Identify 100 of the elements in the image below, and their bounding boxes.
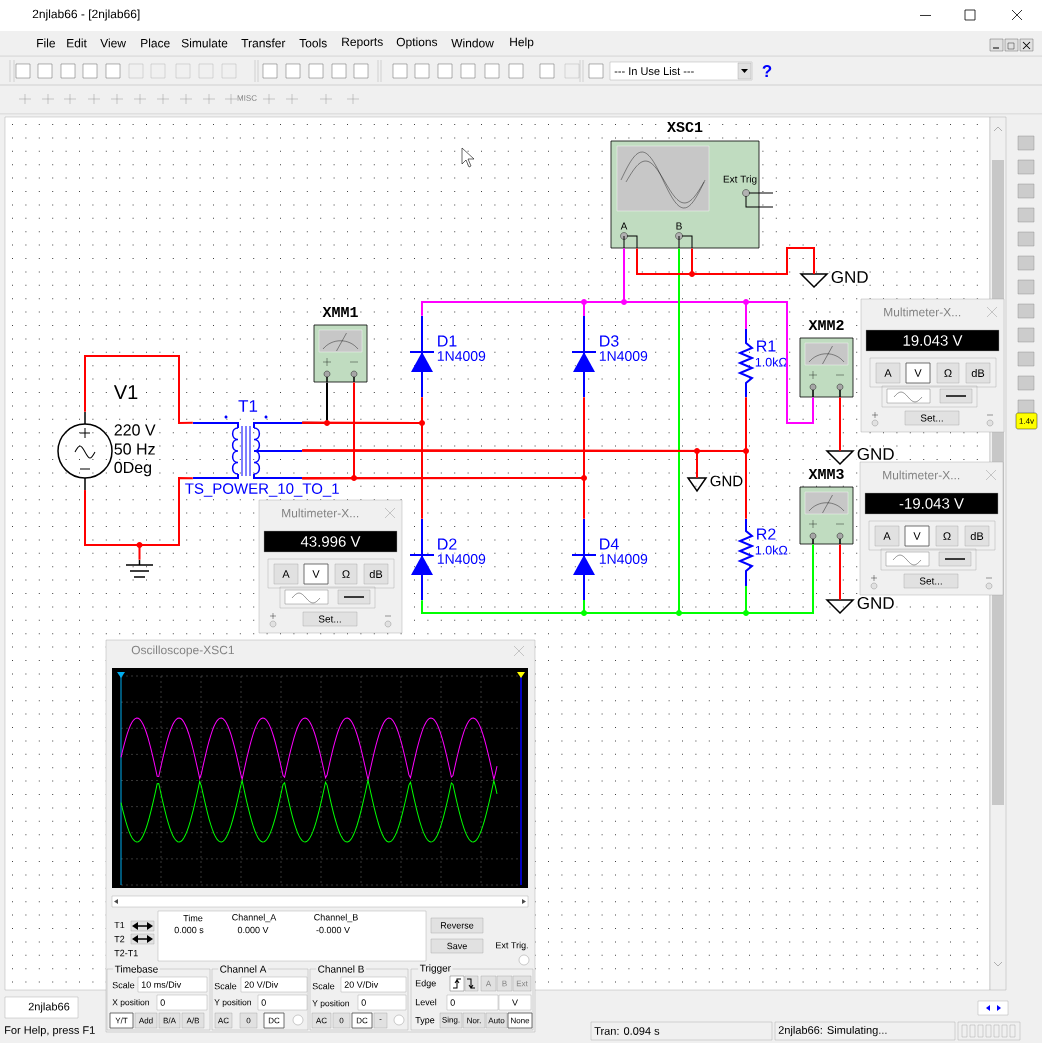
meter-display: 43.996 V [263,530,398,553]
input-field: 0 [446,994,499,1011]
menu-item: Edit [67,38,87,48]
mode-button: A [875,362,901,384]
mode-button: AC [311,1012,332,1029]
status-field: Tran: 0.094 s [590,1021,773,1041]
wire [301,421,423,520]
settings-button: Set... [302,611,358,627]
wire [839,543,841,601]
field-label: Edge [415,979,436,989]
field-label: Level [415,998,437,1006]
source-button: Ext [512,975,532,992]
component-value: 0Deg [113,461,153,477]
menu-item: Reports [342,37,383,49]
readout-value: -0.000 V [316,926,350,934]
reverse-button: Reverse [430,917,484,934]
meter-label: XMM2 [807,319,846,331]
mode-button: dB [965,362,991,384]
mode-button: dB [363,563,389,585]
readout-heading: Time [183,914,203,922]
source-button: A [480,975,497,992]
menu-item: Window [451,38,494,48]
cursor-label: T2-T1 [114,949,138,957]
input-field: 20 V/Div [340,976,407,993]
window-title: Multimeter-X... [883,470,960,480]
wire [84,489,141,561]
mode-button: Ω [334,563,358,585]
field-label: Scale [214,982,237,990]
meter-display: -19.043 V [864,492,999,515]
meter-label: XMM1 [321,306,360,318]
mode-button: V [303,563,329,585]
group-title: Timebase [113,965,160,973]
mode-button: Nor. [462,1012,486,1029]
wire [301,449,698,479]
mode-button: B/A [158,1012,181,1029]
field-label: Scale [112,981,135,989]
settings-button: Set... [904,410,960,426]
mode-button: None [507,1012,533,1029]
readout-heading: Channel_A [232,913,277,923]
mode-button: 0 [239,1012,258,1029]
mode-button: DC [351,1012,373,1029]
component-value: 1.0kΩ [754,544,789,556]
mode-button: AC [214,1012,233,1029]
status-text: For Help, press F1 [5,1025,95,1037]
status-field: 2njlab66: Simulating... [774,1021,956,1041]
menu-item: Transfer [241,38,286,48]
oscilloscope-label: XSC1 [667,121,703,133]
readout-value: 0.000 V [237,926,269,934]
mode-button: A [273,563,299,585]
input-field: 0 [156,994,208,1011]
mode-button: 0 [332,1012,351,1029]
wire [84,355,194,424]
component-value: 1N4009 [598,350,649,362]
ground-label: GND [856,596,896,610]
component-value: 1N4009 [598,553,649,565]
version-badge: 1.4v [1015,412,1038,430]
menu-item: View [100,38,126,48]
readout-value: 0.000 s [174,926,204,934]
wire [745,543,814,614]
menu-item: Help [510,37,534,49]
field-label: Type [415,1017,435,1026]
ground-label: GND [830,270,870,284]
settings-button: Set... [903,573,959,589]
ground-label: GND [856,447,896,461]
input-field: 20 V/Div [240,976,308,993]
mode-button: - [373,1012,388,1029]
mode-button: A [874,525,900,547]
wire [839,396,841,452]
mode-button: A/B [181,1012,205,1029]
cursor-label: T1 [114,921,125,929]
window-title: Multimeter-X... [282,508,359,518]
menu-item: Simulate [181,38,228,48]
window-title: Oscilloscope-XSC1 [131,645,234,657]
component-value: 1N4009 [436,350,487,362]
window-title: Multimeter-X... [884,307,961,317]
mode-button: Sing. [439,1012,463,1029]
field-label: Scale [312,982,335,990]
window-title: 2njlab66 - [2njlab66] [32,9,140,21]
menu-item: Options [396,37,438,49]
wire [301,381,355,480]
menu-item: Place [141,38,170,48]
component-value: 1N4009 [436,553,487,565]
input-field: V [498,994,532,1011]
input-field: 10 ms/Div [137,976,208,993]
source-button: B [496,975,513,992]
mode-button: V [905,362,931,384]
mode-button: DC [263,1012,285,1029]
group-title: Channel B [316,965,366,973]
mode-button: dB [964,525,990,547]
mode-button: Y/T [109,1012,134,1029]
save-button: Save [430,938,484,954]
readout-heading: Channel_B [314,913,358,923]
mode-button: Auto [485,1012,508,1029]
mode-button: V [904,525,930,547]
meter-label: XMM3 [807,468,846,480]
ground-symbol [125,559,154,578]
mode-button: Add [134,1012,158,1029]
ground-label: GND [709,475,744,487]
meter-display: 19.043 V [865,329,1000,352]
dropdown: --- In Use List --- [609,61,753,81]
